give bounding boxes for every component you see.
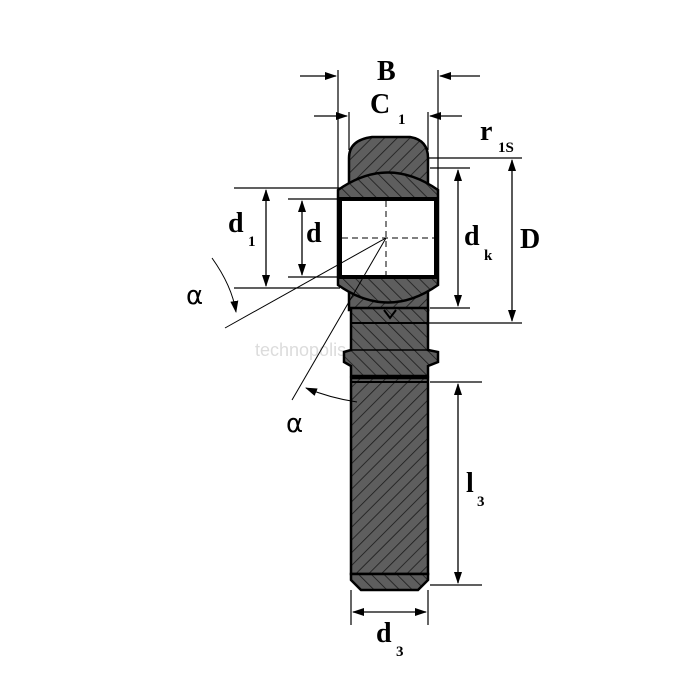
label-d1-sub: 1 [248,234,256,250]
label-d: d [306,218,322,249]
label-d3-main: d [376,618,392,649]
label-d3: d 3 [376,618,404,660]
label-C1: C 1 [370,89,406,128]
bore [338,197,438,279]
label-l3-sub: 3 [477,494,485,510]
shank-neck [342,306,440,378]
seal-nub [383,309,397,320]
label-l3: l 3 [466,468,485,510]
label-l3-main: l [466,468,474,499]
label-d1: d 1 [228,208,256,250]
label-dk: d k [464,221,493,264]
label-r1s-main: r [480,116,492,147]
label-C1-main: C [370,89,390,120]
label-r1s: r 1S [480,116,514,156]
label-d1-main: d [228,208,244,239]
label-d3-sub: 3 [396,644,404,660]
label-D: D [520,224,540,255]
angle-lines [211,237,387,403]
label-r1s-sub: 1S [498,140,514,156]
label-C1-sub: 1 [398,112,406,128]
label-alpha-bottom: α [286,409,303,439]
label-dk-sub: k [484,248,493,264]
extension-lines [234,70,522,625]
label-alpha-left: α [186,281,203,311]
label-B: B [377,56,396,87]
label-dk-main: d [464,221,480,252]
dimension-arrows [262,72,516,616]
watermark: technopolis.ru [255,340,367,360]
threaded-shank [349,376,430,592]
